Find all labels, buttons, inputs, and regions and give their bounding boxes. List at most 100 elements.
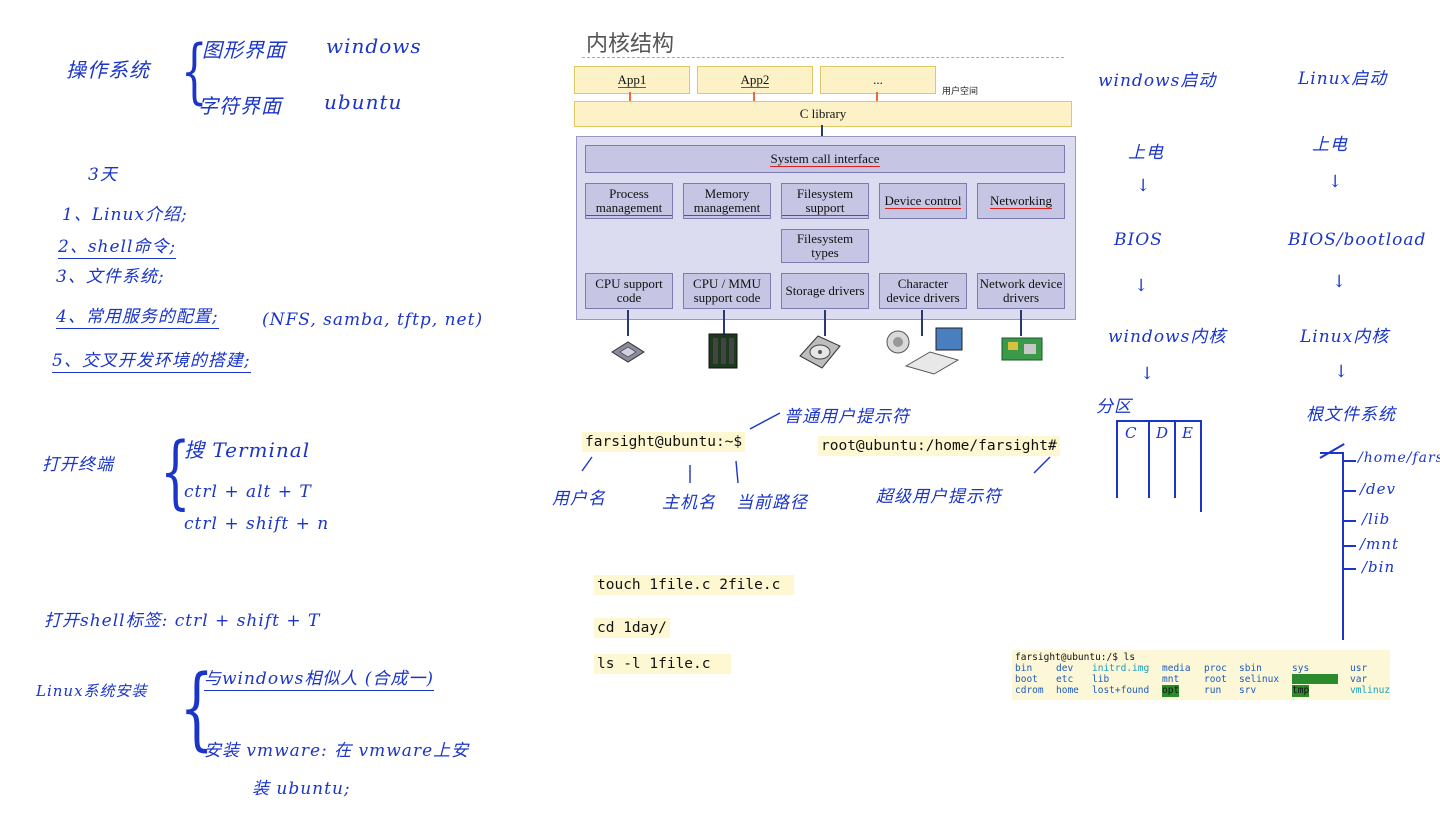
shortcut-2: ctrl + shift + n <box>184 514 330 534</box>
arrow <box>824 310 826 336</box>
boot-step: windows内核 <box>1108 327 1227 347</box>
driver-label: Character device drivers <box>886 276 960 305</box>
down-arrow-icon: ↓ <box>1134 276 1150 296</box>
subsystem-label: Device control <box>884 192 962 209</box>
partition-label: E <box>1182 424 1194 442</box>
dir-entry: selinux <box>1239 674 1280 685</box>
note-hostname: 主机名 <box>662 493 716 513</box>
dir-entry: cdrom <box>1015 685 1044 696</box>
boot-step: BIOS <box>1114 230 1163 250</box>
root-prompt: root@ubuntu:/home/farsight# <box>818 436 1060 456</box>
dir-entry: usr <box>1350 663 1368 674</box>
driver-box: Storage drivers <box>781 273 869 309</box>
diagram-title: 内核结构 <box>586 32 675 57</box>
note-user-prompt: 普通用户提示符 <box>784 407 910 427</box>
windows-boot-title: windows启动 <box>1098 71 1217 91</box>
gui-example: windows <box>326 34 422 58</box>
arrow <box>627 310 629 336</box>
dir-entry: proc <box>1204 663 1227 674</box>
c-library-label: C library <box>799 106 847 121</box>
memory-chip-icon <box>708 333 738 369</box>
boot-step: BIOS/bootload <box>1288 230 1427 250</box>
tree-line <box>1342 490 1356 492</box>
fs-types-label: Filesystem types <box>796 231 854 260</box>
install-step-2: 安装 vmware: 在 vmware上安 <box>204 741 470 761</box>
install-step-3: 装 ubuntu; <box>252 779 351 799</box>
gui-label: 图形界面 <box>202 38 286 62</box>
boot-step: Linux内核 <box>1300 327 1390 347</box>
dir-entry: boot <box>1015 674 1038 685</box>
boot-step: 上电 <box>1312 135 1348 155</box>
brace: { <box>180 30 208 112</box>
search-terminal: 搜 Terminal <box>184 438 311 462</box>
driver-box: Character device drivers <box>879 273 967 309</box>
driver-box: Network device drivers <box>977 273 1065 309</box>
tree-line <box>1342 520 1356 522</box>
partition-label: C <box>1125 424 1138 442</box>
dir-entry: root <box>1204 674 1227 685</box>
dir-entry: lib <box>1092 674 1110 685</box>
tree-entry: /mnt <box>1360 535 1399 553</box>
dir-entry: tmp <box>1292 685 1310 697</box>
driver-label: CPU / MMU support code <box>693 276 761 305</box>
driver-box: CPU support code <box>585 273 673 309</box>
arrow <box>723 310 725 336</box>
subsystem-box: Memory management <box>683 183 771 219</box>
partition-line <box>1200 420 1202 512</box>
command-line: touch 1file.c 2file.c <box>594 575 795 595</box>
kernel-space: System call interface Process management… <box>576 136 1076 320</box>
tree-line <box>1319 443 1345 459</box>
cpu-chip-icon <box>611 341 645 363</box>
app-label: App1 <box>617 72 647 88</box>
partition-line <box>1116 420 1200 422</box>
tree-entry: /home/farsight <box>1358 450 1440 466</box>
dir-entry: lost+found <box>1092 685 1150 696</box>
cli-label: 字符界面 <box>198 94 282 118</box>
services-detail: (NFS, samba, tftp, net) <box>262 310 484 330</box>
tree-entry: /bin <box>1362 558 1396 576</box>
dir-entry: mnt <box>1162 674 1180 685</box>
dir-entry: etc <box>1056 674 1074 685</box>
driver-label: Network device drivers <box>979 276 1063 305</box>
app-box: ... <box>820 66 936 94</box>
dir-entry: run <box>1204 685 1222 696</box>
user-space-label: 用户空间 <box>942 87 979 97</box>
open-terminal-label: 打开终端 <box>42 455 114 475</box>
dir-entry: dev <box>1056 663 1074 674</box>
driver-label: Storage drivers <box>785 283 865 298</box>
tree-line <box>1320 452 1344 454</box>
partition-line <box>1116 420 1118 498</box>
linux-boot-title: Linux启动 <box>1298 69 1388 89</box>
subsystem-label: Filesystem support <box>782 186 868 216</box>
app-label: ... <box>873 72 883 87</box>
fs-types-box: Filesystem types <box>781 229 869 263</box>
dir-entry: var <box>1350 674 1368 685</box>
open-tab-note: 打开shell标签: ctrl + shift + T <box>44 611 321 631</box>
arrow <box>821 125 823 145</box>
down-arrow-icon: ↓ <box>1332 272 1348 292</box>
ls-prompt: farsight@ubuntu:/$ ls <box>1015 652 1136 663</box>
days-label: 3天 <box>88 165 118 185</box>
app-box: App2 <box>697 66 813 94</box>
subsystem-box: Filesystem support <box>781 183 869 219</box>
dir-entry: opt <box>1162 685 1180 697</box>
command-line: ls -l 1file.c <box>594 654 731 674</box>
dir-entry: media <box>1162 663 1191 674</box>
linux-install-label: Linux系统安装 <box>36 682 148 700</box>
divider <box>582 57 1064 58</box>
dir-entry: srv <box>1239 685 1257 696</box>
subsystem-label: Process management <box>586 186 672 216</box>
subsystem-label: Networking <box>989 192 1053 209</box>
command-line: cd 1day/ <box>594 618 670 638</box>
kernel-diagram: 内核结构 App1 App2 ... 用户空间 C library System… <box>570 20 1080 380</box>
app-box: App1 <box>574 66 690 94</box>
item-3: 3、文件系统; <box>56 267 165 287</box>
dir-entry: initrd.img <box>1092 663 1150 674</box>
annotation-arrows <box>581 412 1051 484</box>
dir-entry: sbin <box>1239 663 1262 674</box>
brace: { <box>179 656 214 761</box>
boot-step: 上电 <box>1128 143 1164 163</box>
dir-entry: vmlinuz <box>1350 685 1391 696</box>
subsystem-box: Device control <box>879 183 967 219</box>
app-label: App2 <box>740 72 770 88</box>
